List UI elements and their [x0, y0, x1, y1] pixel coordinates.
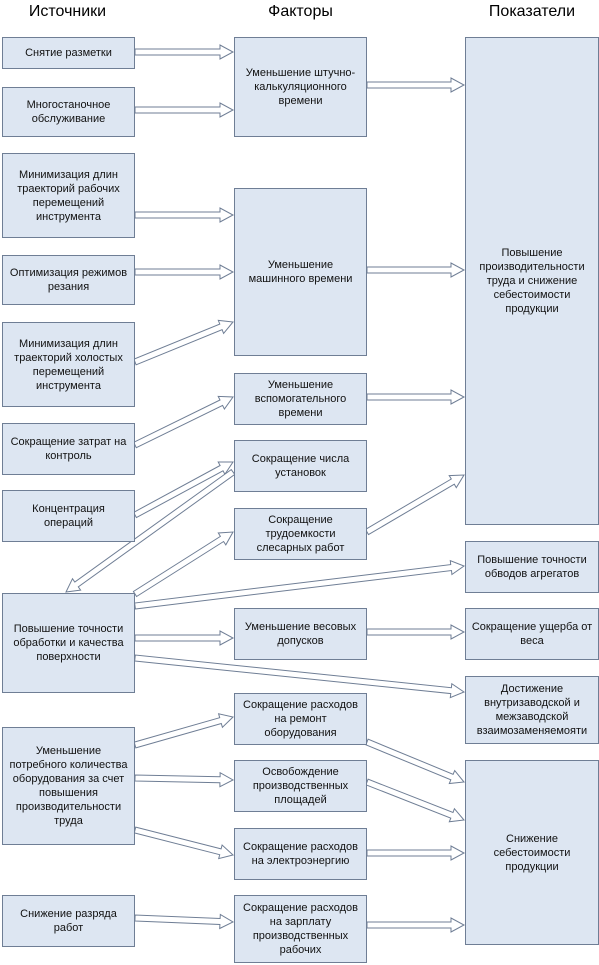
source-box-working-paths: Минимизация длин траекторий рабочих пере…: [2, 153, 135, 238]
arrow-repair-to-cost-reduction: [365, 738, 465, 785]
arrow-equipment-to-electricity: [133, 826, 235, 860]
indicator-box-contour-accuracy: Повышение точности обводов агрегатов: [465, 541, 599, 593]
arrow-precision-to-interchangeability: [134, 654, 466, 699]
arrow-precision-to-fitting-labor: [132, 531, 234, 598]
arrow-electricity-to-cost-reduction: [366, 845, 466, 861]
factor-box-electricity: Сокращение расходов на электроэнергию: [234, 828, 367, 880]
indicator-box-interchangeability: Достижение внутризаводской и межзаводско…: [465, 676, 599, 744]
arrow-precision-to-weight-tolerance: [134, 630, 235, 646]
source-box-marking: Снятие разметки: [2, 37, 135, 69]
arrow-setups-to-precision: [65, 468, 236, 593]
arrow-fitting-labor-to-productivity: [364, 474, 465, 536]
factor-box-machine-time: Уменьшение машинного времени: [234, 188, 367, 356]
arrow-cutting-modes-to-machine-time: [134, 264, 235, 280]
arrow-concentration-to-setups: [132, 461, 234, 519]
factor-box-fitting-labor: Сокращение трудоемкости слесарных работ: [234, 508, 367, 560]
factor-box-aux-time: Уменьшение вспомогательного времени: [234, 373, 367, 425]
source-box-concentration: Концентрация операций: [2, 490, 135, 542]
header-indicators: Показатели: [488, 3, 576, 20]
source-box-equipment: Уменьшение потребного количества оборудо…: [2, 727, 135, 845]
arrow-equipment-to-repair-costs: [133, 713, 235, 749]
factor-box-weight-tolerance: Уменьшение весовых допусков: [234, 608, 367, 660]
indicator-box-weight-damage: Сокращение ущерба от веса: [465, 608, 599, 660]
factor-box-wages: Сокращение расходов на зарплату производ…: [234, 895, 367, 963]
header-sources: Источники: [28, 3, 107, 20]
arrow-piece-time-to-productivity: [366, 77, 466, 93]
indicator-box-cost-reduction: Снижение себестоимости продукции: [465, 760, 599, 945]
arrow-idle-paths-to-machine-time: [133, 319, 234, 366]
source-box-precision: Повышение точности обработки и качества …: [2, 593, 135, 693]
arrow-aux-time-to-productivity: [366, 389, 466, 405]
factor-box-setups: Сокращение числа установок: [234, 440, 367, 492]
source-box-control-costs: Сокращение затрат на контроль: [2, 423, 135, 475]
arrow-working-paths-to-machine-time: [134, 207, 235, 223]
source-box-cutting-modes: Оптимизация режимов резания: [2, 255, 135, 305]
arrow-marking-to-piece-time: [134, 44, 235, 60]
arrow-control-to-aux-time: [133, 395, 234, 449]
arrow-precision-to-contour-accuracy: [134, 559, 466, 610]
source-box-grade: Снижение разряда работ: [2, 895, 135, 947]
arrow-floor-space-to-cost-reduction: [365, 778, 465, 823]
arrow-equipment-to-floor-space: [134, 771, 235, 788]
source-box-idle-paths: Минимизация длин траекторий холостых пер…: [2, 322, 135, 407]
factor-box-repair-costs: Сокращение расходов на ремонт оборудован…: [234, 693, 367, 745]
arrow-weight-tolerance-to-weight-damage: [366, 624, 466, 640]
arrow-multimachine-to-piece-time: [134, 102, 235, 118]
arrow-wages-to-cost-reduction: [366, 917, 466, 933]
indicator-box-productivity: Повышение производительности труда и сни…: [465, 37, 599, 525]
arrow-grade-to-wages: [134, 913, 235, 930]
arrow-machine-time-to-productivity: [366, 262, 466, 278]
source-box-multimachine: Многостаночное обслуживание: [2, 87, 135, 137]
factor-box-piece-time: Уменьшение штучно-калькуляционного време…: [234, 37, 367, 137]
header-factors: Факторы: [268, 3, 333, 20]
factor-box-floor-space: Освобождение производственных площадей: [234, 760, 367, 812]
